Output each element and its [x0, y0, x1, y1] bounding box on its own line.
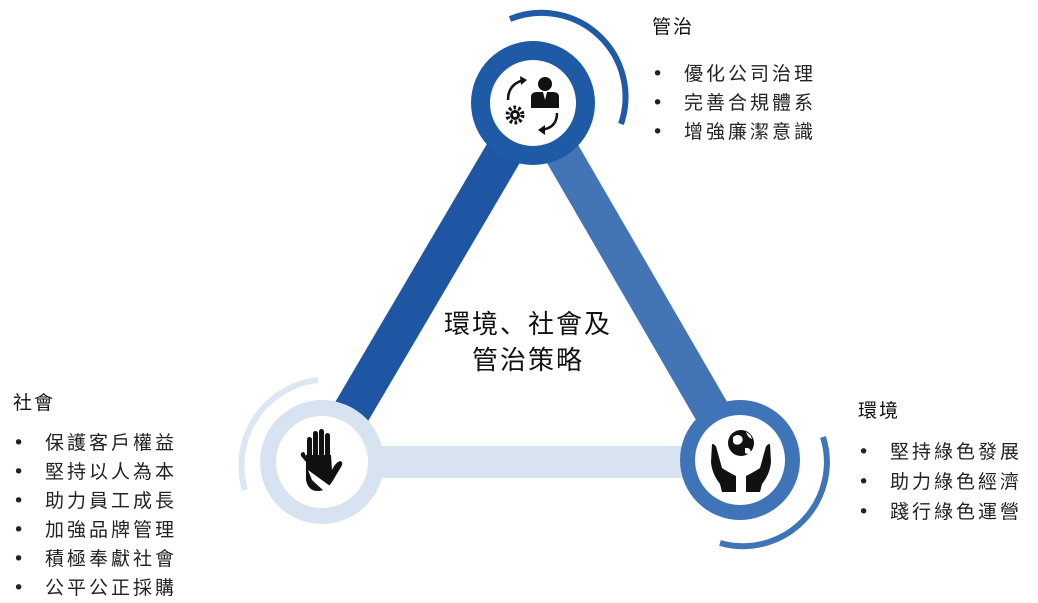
environment-list: 堅持綠色發展 助力綠色經濟 踐行綠色運營: [858, 437, 1022, 527]
social-node: [238, 377, 384, 524]
edge-governance-social: [305, 93, 550, 472]
social-item: 加強品牌管理: [13, 516, 177, 545]
environment-item: 堅持綠色發展: [858, 437, 1022, 467]
governance-item: 完善合規體系: [652, 89, 816, 118]
social-item: 積極奉獻社會: [13, 545, 177, 574]
environment-node: [680, 400, 830, 550]
helping-hands-icon: [300, 429, 343, 492]
social-list: 保護客戶權益 堅持以人為本 助力員工成長 加強品牌管理 積極奉獻社會 公平公正採…: [13, 429, 177, 603]
social-item: 保護客戶權益: [13, 429, 177, 458]
social-item: 公平公正採購: [13, 574, 177, 603]
globe-in-hands-icon: [711, 430, 771, 492]
governance-item: 優化公司治理: [652, 60, 816, 89]
center-title-line1: 環境、社會及: [443, 310, 612, 340]
governance-node: [471, 9, 629, 165]
social-item: 堅持以人為本: [13, 458, 177, 487]
center-title: 環境、社會及 管治策略: [428, 307, 628, 379]
social-arc: [238, 377, 319, 491]
governance-item: 增強廉潔意識: [652, 118, 816, 147]
social-title: 社會: [13, 392, 56, 414]
environment-item: 助力綠色經濟: [858, 467, 1022, 497]
edge-governance-environment: [517, 93, 756, 470]
environment-arc: [719, 436, 830, 550]
center-title-line2: 管治策略: [471, 346, 584, 376]
social-item: 助力員工成長: [13, 487, 177, 516]
environment-title: 環境: [858, 400, 901, 422]
governance-arc: [508, 9, 629, 125]
gear-person-cycle-icon: [505, 76, 559, 135]
governance-title: 管治: [652, 16, 695, 38]
governance-list: 優化公司治理 完善合規體系 增強廉潔意識: [652, 60, 816, 147]
environment-item: 踐行綠色運營: [858, 497, 1022, 527]
